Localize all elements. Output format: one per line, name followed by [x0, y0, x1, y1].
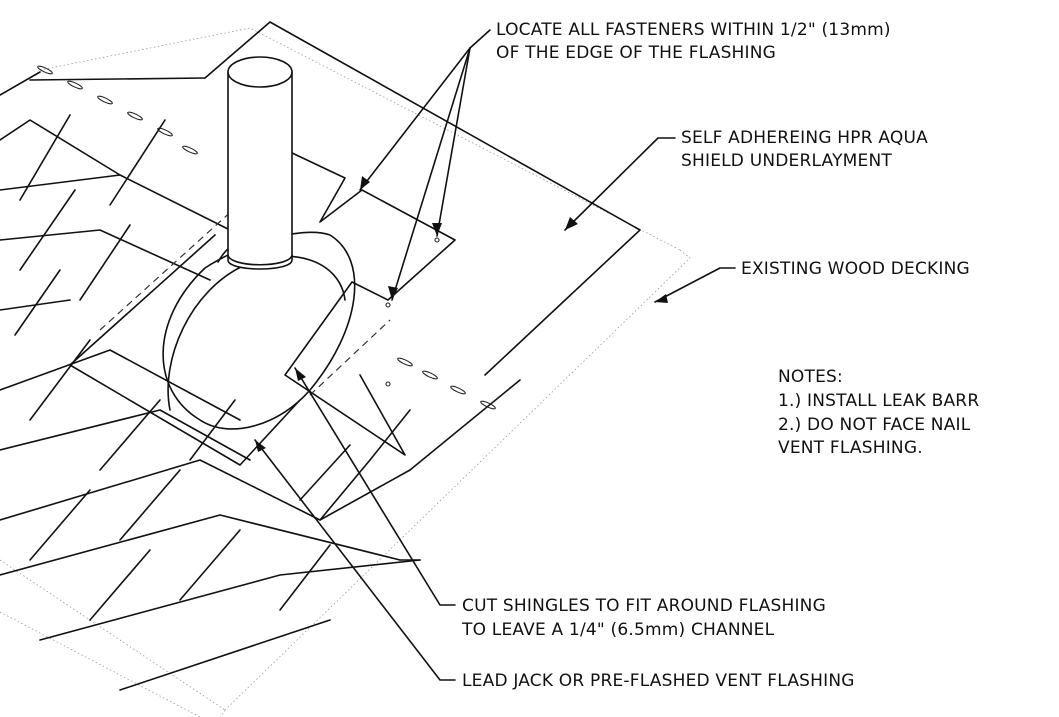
- fasteners-label-line2: OF THE EDGE OF THE FLASHING: [496, 43, 776, 63]
- notes-heading: NOTES:: [778, 367, 843, 387]
- note-item-2: 2.) DO NOT FACE NAIL: [778, 415, 971, 435]
- callout-labels: LOCATE ALL FASTENERS WITHIN 1/2" (13mm) …: [461, 20, 970, 691]
- vent-pipe: [227, 56, 293, 270]
- fasteners-label-line1: LOCATE ALL FASTENERS WITHIN 1/2" (13mm): [496, 20, 891, 40]
- cut-shingles-label-line2: TO LEAVE A 1/4" (6.5mm) CHANNEL: [461, 620, 775, 640]
- cut-shingles-label-line1: CUT SHINGLES TO FIT AROUND FLASHING: [462, 596, 826, 616]
- underlayment-sheet: [29, 21, 641, 376]
- shingle-courses: [0, 71, 521, 691]
- flashing-base: [69, 151, 456, 466]
- note-item-2-cont: VENT FLASHING.: [778, 438, 923, 458]
- underlayment-label-line2: SHIELD UNDERLAYMENT: [681, 151, 892, 171]
- underlayment-label-line1: SELF ADHEREING HPR AQUA: [681, 128, 928, 148]
- leader-lines: [254, 29, 736, 681]
- wood-decking: [0, 27, 691, 717]
- note-item-1: 1.) INSTALL LEAK BARR: [778, 391, 979, 411]
- decking-label: EXISTING WOOD DECKING: [741, 259, 970, 279]
- lead-jack-label: LEAD JACK OR PRE-FLASHED VENT FLASHING: [462, 671, 855, 691]
- notes-block: NOTES: 1.) INSTALL LEAK BARR 2.) DO NOT …: [778, 367, 979, 458]
- nail-marks: [37, 65, 496, 410]
